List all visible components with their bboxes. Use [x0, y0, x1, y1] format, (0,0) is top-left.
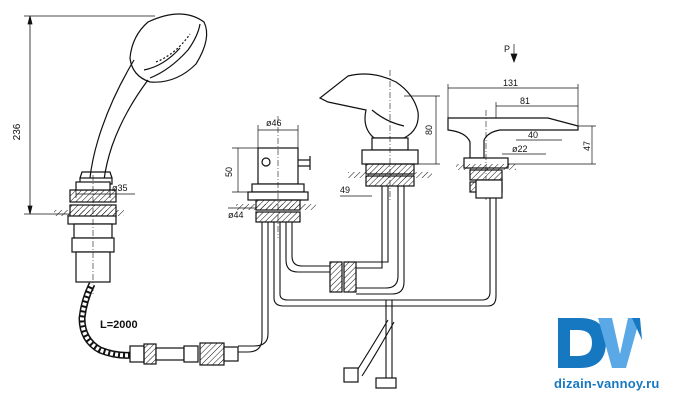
label-valve-height: 50: [224, 167, 234, 177]
label-shower-height: 236: [12, 123, 23, 140]
label-hose-length: L=2000: [100, 319, 138, 331]
label-spout-height: 47: [582, 141, 592, 151]
label-mixer-height: 80: [424, 125, 434, 135]
brand-logo: [558, 318, 642, 368]
dim-mixer: [340, 95, 440, 197]
dim-spout: [447, 44, 596, 165]
label-spout-base-diam: ø22: [512, 144, 528, 154]
site-url: dizain-vannoy.ru: [554, 376, 660, 391]
deck-surface: [54, 164, 516, 216]
label-spout-reach: 81: [520, 96, 530, 106]
label-spout-mid: 40: [528, 130, 538, 140]
label-flow-marker: P: [504, 44, 510, 54]
mixer-tap: [318, 70, 419, 200]
bath-spout: [447, 110, 579, 200]
label-mixer-reach: 49: [340, 185, 350, 195]
diverter-valve: [247, 116, 311, 238]
hose-couplings: [129, 342, 239, 366]
label-holder-diam: ø35: [112, 183, 128, 193]
pipe-connectors: [329, 179, 503, 389]
dim-holder-diam: [75, 188, 135, 198]
label-valve-diam: ø46: [266, 118, 282, 128]
hand-shower: [79, 13, 208, 185]
dim-shower-height: [24, 15, 155, 215]
label-valve-base-diam: ø44: [228, 210, 244, 220]
shower-holder: [67, 175, 117, 296]
connection-pipes: [238, 186, 497, 380]
shower-hose: [78, 282, 141, 359]
label-spout-total: 131: [503, 78, 518, 88]
